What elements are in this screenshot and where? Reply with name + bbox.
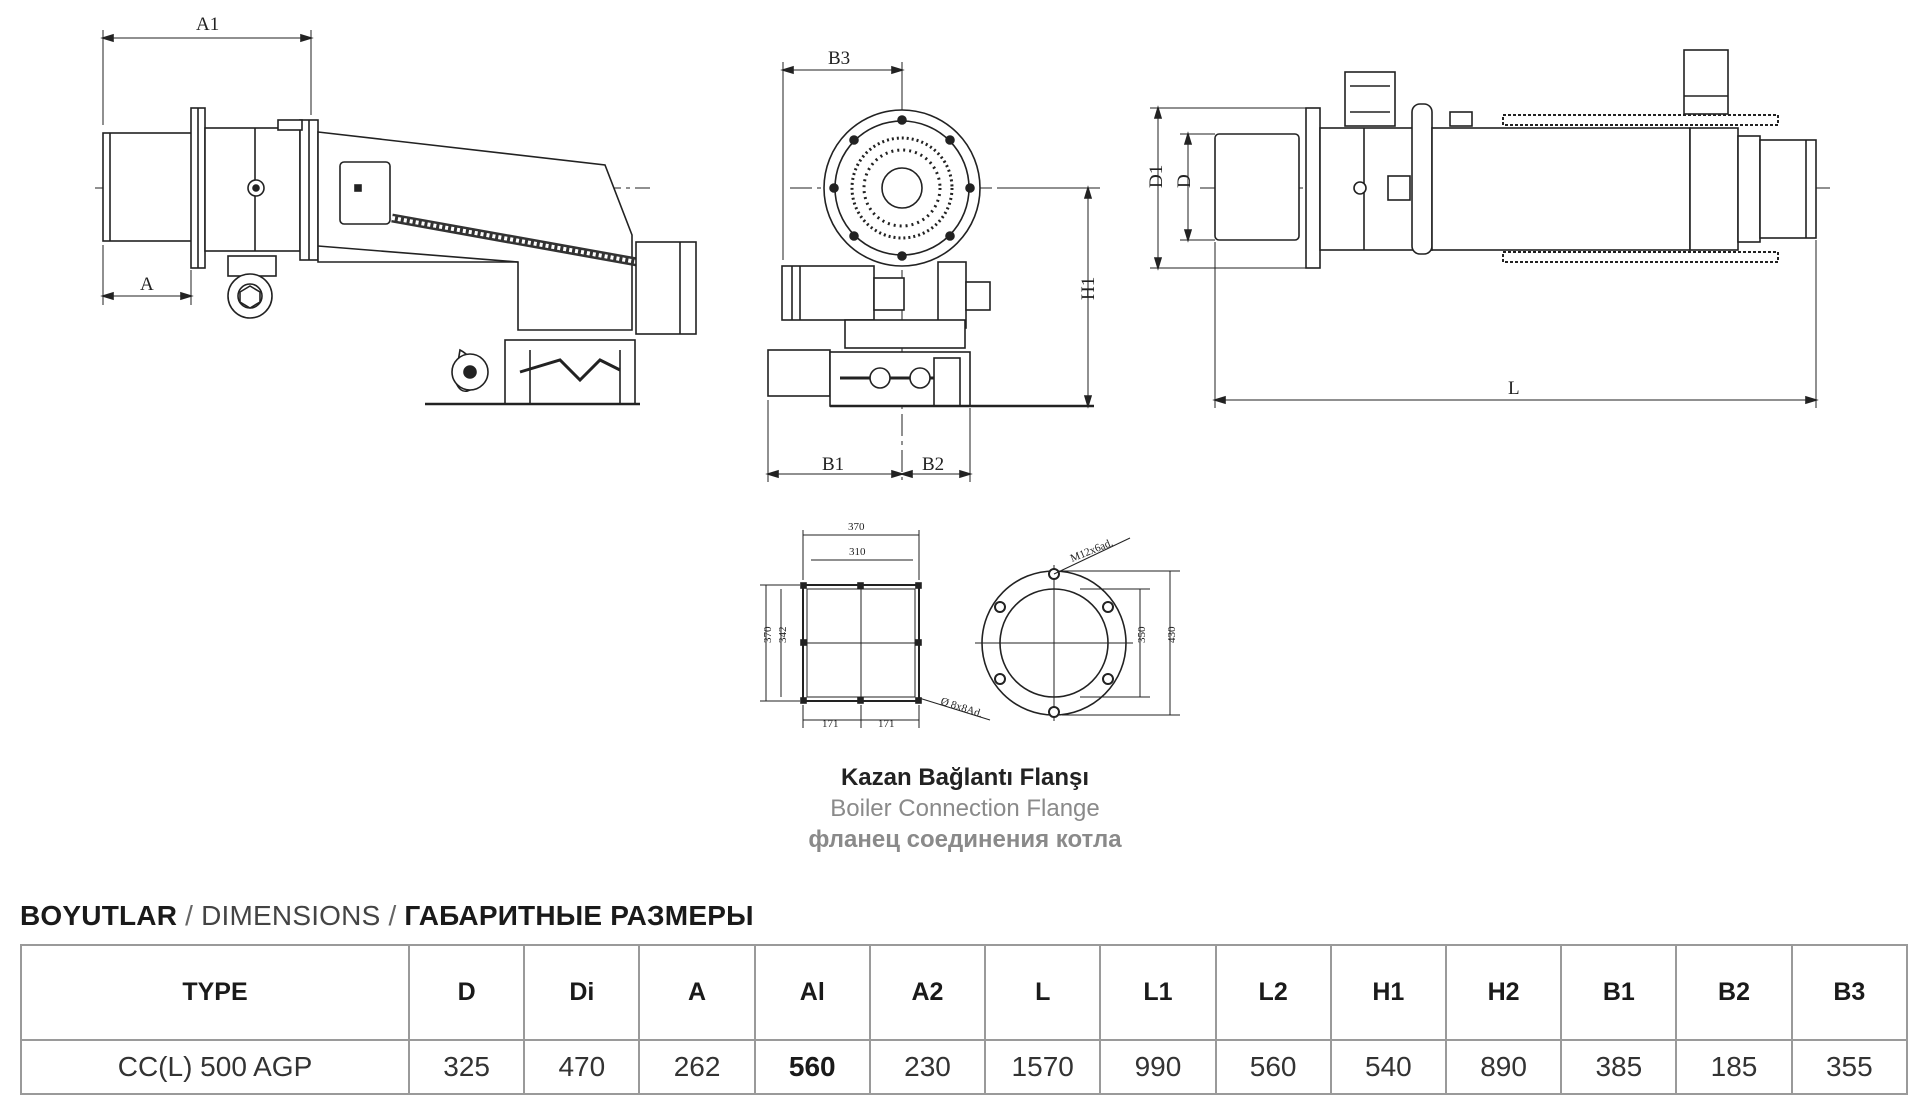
dim-label-b2: B2 <box>922 454 944 475</box>
column-header: B2 <box>1675 944 1793 1041</box>
dim-label-d1: D1 <box>1146 165 1167 188</box>
table-cell: 262 <box>638 1039 756 1095</box>
column-header: H2 <box>1444 944 1563 1041</box>
flange-dim-diameter-inner: 350 <box>1136 626 1148 643</box>
top-view-drawing <box>1150 49 1830 408</box>
caption-turkish: Kazan Bağlantı Flanşı <box>840 764 1090 791</box>
table-cell: 325 <box>407 1039 526 1095</box>
table-cell: 185 <box>1675 1039 1793 1095</box>
front-view-drawing <box>765 62 1100 482</box>
column-header: A <box>638 944 756 1041</box>
dim-label-a: A <box>140 274 154 295</box>
flange-dim-half-right: 171 <box>878 718 895 730</box>
table-cell: 470 <box>523 1039 641 1095</box>
flange-dim-width-outer: 370 <box>848 521 865 533</box>
table-cell-type: CC(L) 500 AGP <box>20 1039 410 1095</box>
flange-caption: Kazan Bağlantı Flanşı Boiler Connection … <box>0 762 1920 855</box>
table-cell: 560 <box>1214 1039 1332 1095</box>
caption-russian: фланец соединения котла <box>808 826 1122 853</box>
flange-dim-height-outer: 370 <box>762 626 774 643</box>
dim-label-a1: A1 <box>196 14 219 35</box>
column-header: L2 <box>1214 944 1332 1041</box>
table-cell: 540 <box>1329 1039 1447 1095</box>
flange-dim-diameter-outer: 430 <box>1166 626 1178 643</box>
column-header: TYPE <box>20 944 410 1041</box>
column-header: L <box>984 944 1102 1041</box>
title-english: DIMENSIONS <box>201 900 381 931</box>
dimensions-section-title: BOYUTLAR / DIMENSIONS / ГАБАРИТНЫЕ РАЗМЕ… <box>20 900 754 932</box>
title-turkish: BOYUTLAR <box>20 900 178 931</box>
title-separator: / <box>177 900 202 931</box>
table-cell: 990 <box>1099 1039 1217 1095</box>
column-header: Di <box>523 944 641 1041</box>
column-header: L1 <box>1099 944 1217 1041</box>
column-header: B1 <box>1560 944 1678 1041</box>
dimensions-table: TYPE D Di A Al A2 L L1 L2 H1 H2 B1 B2 B3… <box>20 944 1909 1095</box>
dim-label-l: L <box>1508 378 1520 399</box>
caption-english: Boiler Connection Flange <box>830 795 1100 822</box>
column-header: D <box>407 944 526 1041</box>
table-cell: 385 <box>1560 1039 1678 1095</box>
flange-hole-note: Ø 8x8Ad. <box>939 695 984 720</box>
dim-label-d: D <box>1174 174 1195 188</box>
column-header: A2 <box>868 944 987 1041</box>
flange-dim-width-inner: 310 <box>849 546 866 558</box>
title-separator: / <box>380 900 405 931</box>
table-cell: 230 <box>868 1039 987 1095</box>
table-row: CC(L) 500 AGP 325 470 262 560 230 1570 9… <box>20 1039 1909 1095</box>
flange-dim-half-left: 171 <box>822 718 839 730</box>
square-flange-drawing <box>760 530 991 728</box>
dim-label-h1: H1 <box>1078 277 1099 300</box>
dim-label-b1: B1 <box>822 454 844 475</box>
column-header: B3 <box>1790 944 1909 1041</box>
table-cell: 560 <box>753 1039 871 1095</box>
table-cell: 890 <box>1444 1039 1563 1095</box>
column-header: Al <box>753 944 871 1041</box>
title-russian: ГАБАРИТНЫЕ РАЗМЕРЫ <box>404 900 754 931</box>
column-header: H1 <box>1329 944 1447 1041</box>
round-flange-drawing <box>975 537 1180 721</box>
flange-dim-height-inner: 342 <box>777 627 789 644</box>
dim-label-b3: B3 <box>828 48 850 69</box>
flange-bolt-note: M12x6ad. <box>1069 537 1115 565</box>
table-cell: 1570 <box>984 1039 1102 1095</box>
table-header-row: TYPE D Di A Al A2 L L1 L2 H1 H2 B1 B2 B3 <box>20 944 1909 1041</box>
side-view-drawing <box>95 30 697 406</box>
table-cell: 355 <box>1790 1039 1909 1095</box>
